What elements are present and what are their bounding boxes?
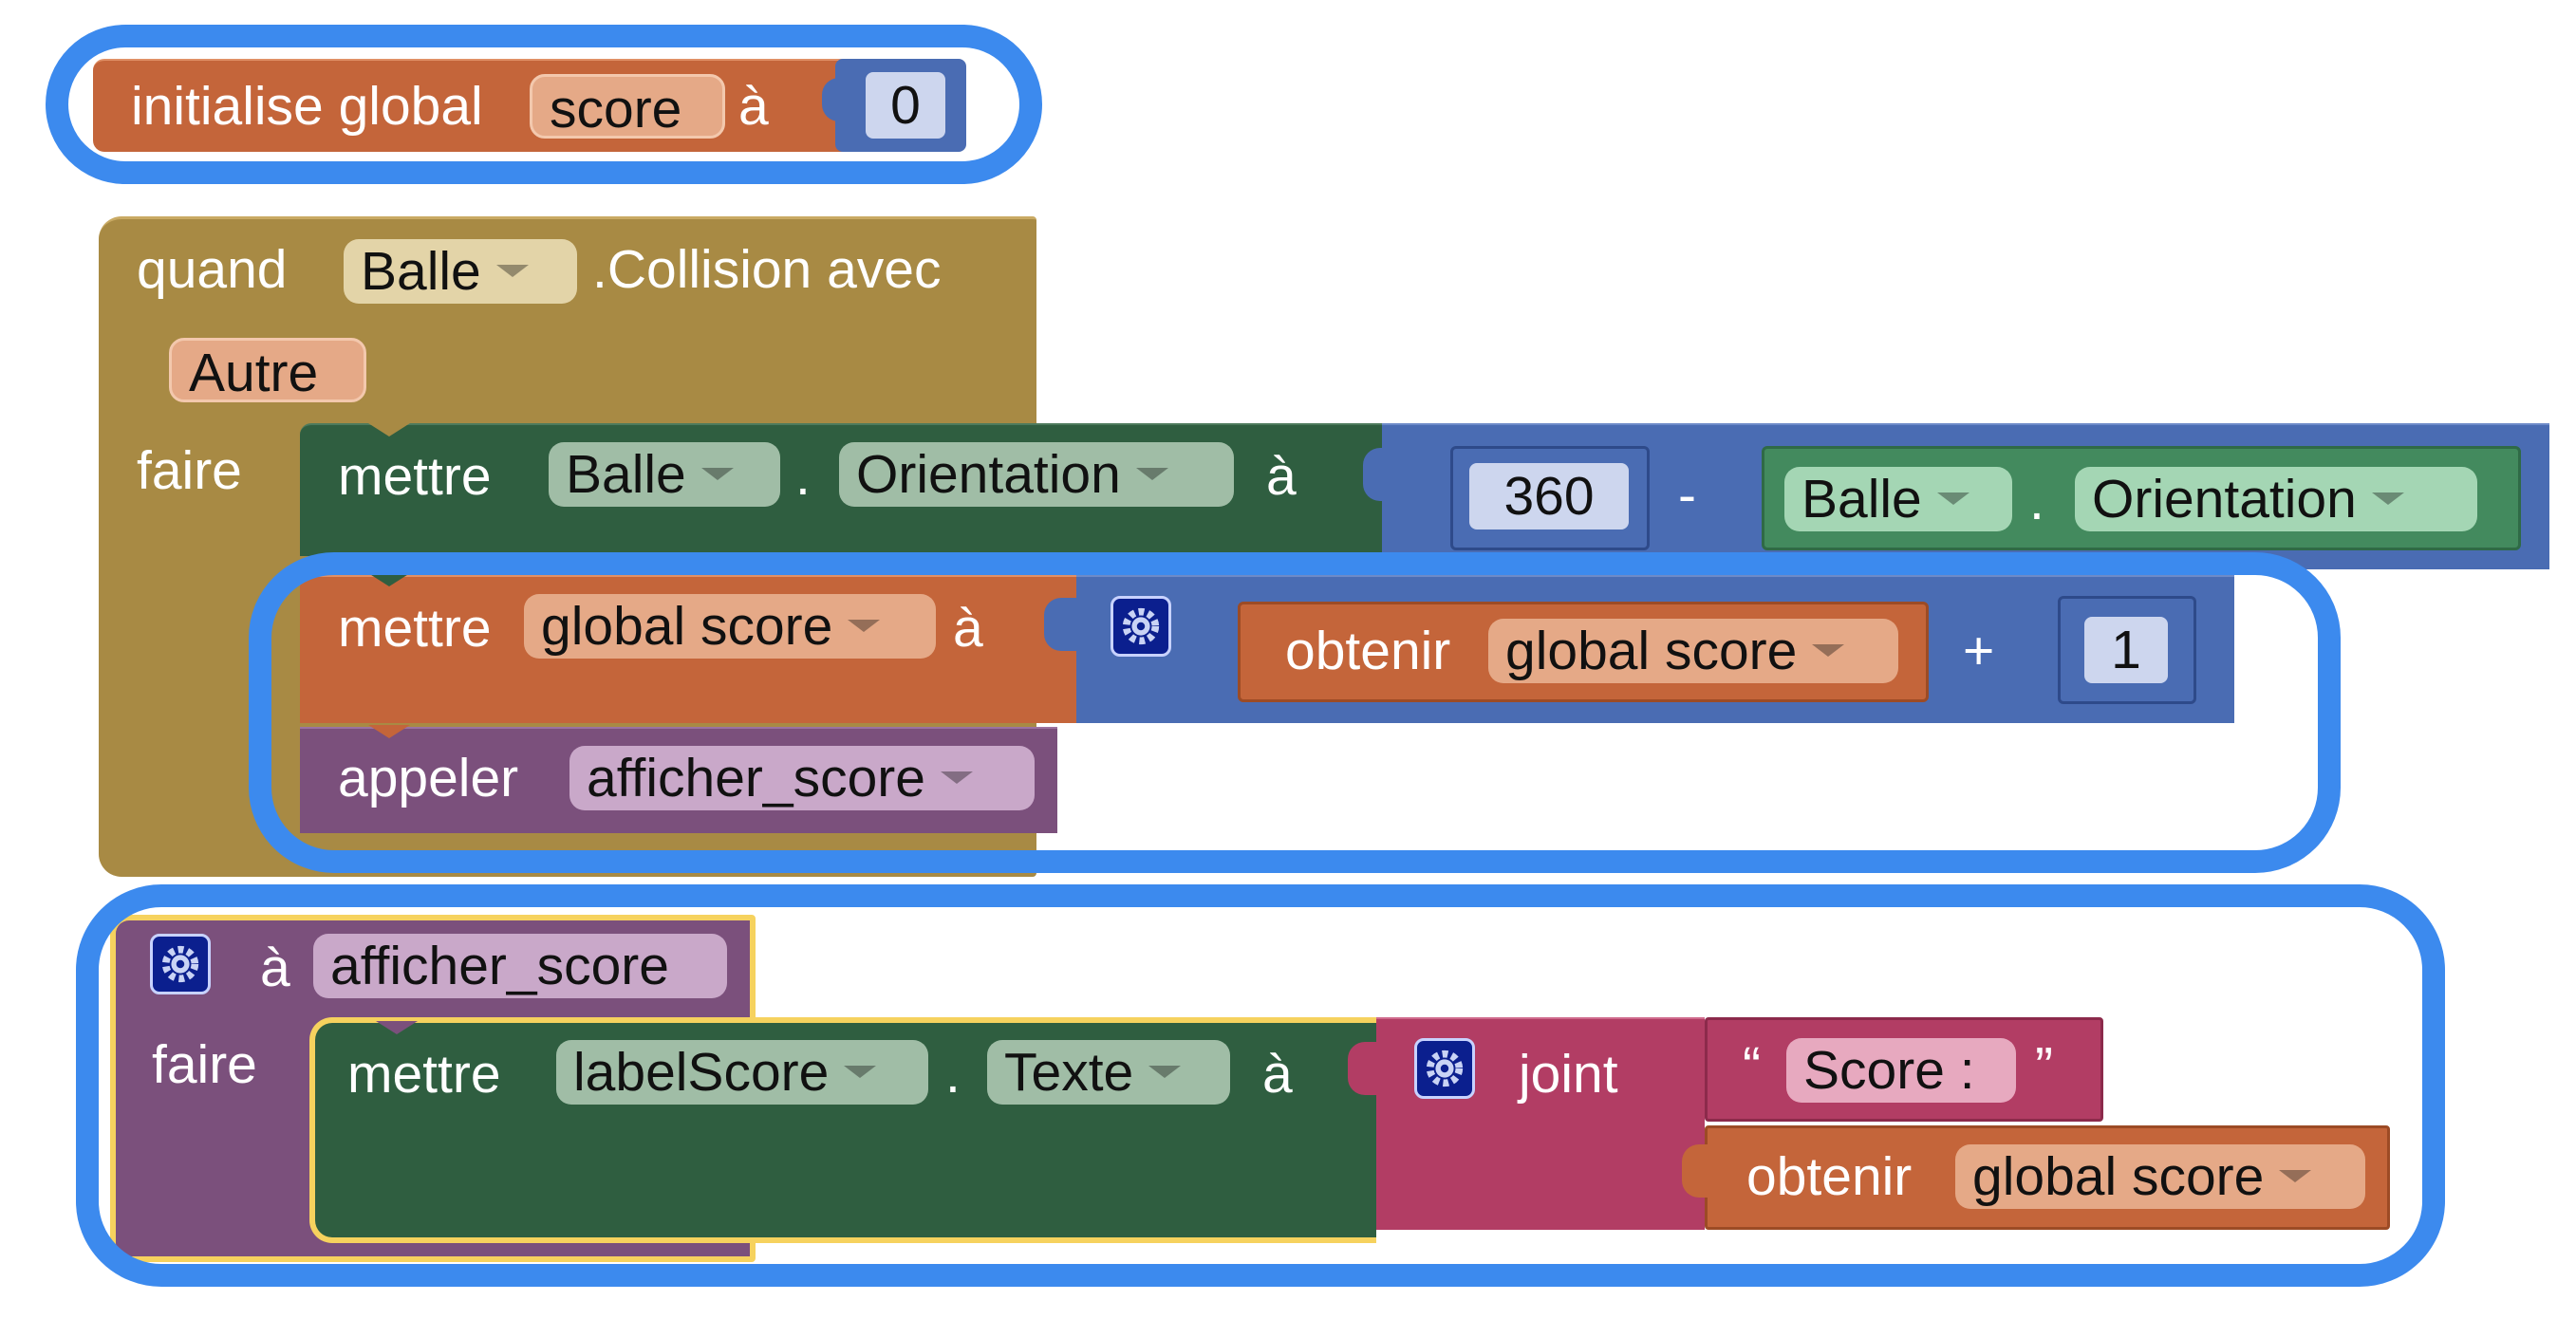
init-to-label: à <box>738 76 769 137</box>
set-label-property-dropdown[interactable]: Texte <box>987 1040 1230 1105</box>
event-when-keyword: quand <box>137 239 288 300</box>
stmt-notch <box>368 423 410 437</box>
chevron-down-icon <box>2279 1170 2312 1183</box>
getter-dot: . <box>2029 471 2044 531</box>
mutator-gear-icon[interactable] <box>1111 596 1171 657</box>
number-field-1[interactable]: 1 <box>2084 617 2168 683</box>
input-socket <box>1363 448 1391 501</box>
input-socket <box>822 78 850 121</box>
input-socket <box>1682 1144 1714 1198</box>
mutator-gear-icon[interactable] <box>1414 1038 1475 1099</box>
get-score-keyword: obtenir <box>1746 1146 1913 1207</box>
set-heading-property-dropdown[interactable]: Orientation <box>839 442 1234 507</box>
stmt-notch <box>368 725 410 738</box>
event-component-dropdown[interactable]: Balle <box>344 239 577 304</box>
call-keyword: appeler <box>338 748 519 808</box>
set-heading-component-dropdown[interactable]: Balle <box>549 442 780 507</box>
get-score-variable-dropdown[interactable]: global score <box>1488 619 1898 683</box>
number-field[interactable]: 0 <box>866 72 945 139</box>
getter-property-dropdown[interactable]: Orientation <box>2075 467 2477 531</box>
chevron-down-icon <box>848 620 881 633</box>
set-label-keyword: mettre <box>347 1044 501 1105</box>
set-heading-to: à <box>1266 446 1297 507</box>
chevron-down-icon <box>700 468 734 481</box>
add-operator: + <box>1963 621 1995 681</box>
join-keyword: joint <box>1519 1044 1618 1105</box>
event-do-label: faire <box>137 440 242 501</box>
number-field-360[interactable]: 360 <box>1469 463 1629 529</box>
subtract-operator: - <box>1678 465 1696 526</box>
proc-do-label: faire <box>152 1034 257 1095</box>
set-label-to: à <box>1262 1044 1293 1105</box>
highlight-score-statements <box>249 552 2341 873</box>
set-label-component-dropdown[interactable]: labelScore <box>556 1040 928 1105</box>
input-socket <box>1348 1042 1386 1095</box>
highlight-init-block <box>46 25 1042 184</box>
call-procedure-dropdown[interactable]: afficher_score <box>569 746 1035 810</box>
chevron-down-icon <box>1135 468 1168 481</box>
event-name-label: .Collision avec <box>592 239 942 300</box>
init-global-keyword: initialise global <box>131 76 483 137</box>
open-quote: “ <box>1743 1036 1761 1097</box>
chevron-down-icon <box>2371 492 2404 506</box>
set-score-to: à <box>953 598 983 659</box>
variable-name-field[interactable]: score <box>530 74 725 139</box>
set-label-dot: . <box>945 1044 961 1105</box>
set-score-variable-dropdown[interactable]: global score <box>524 594 936 659</box>
set-score-keyword: mettre <box>338 598 492 659</box>
chevron-down-icon <box>1148 1066 1182 1079</box>
set-heading-keyword: mettre <box>338 446 492 507</box>
text-value-field[interactable]: Score : <box>1786 1038 2016 1103</box>
chevron-down-icon <box>1812 644 1845 658</box>
init-global-block[interactable] <box>93 59 852 152</box>
event-param-autre[interactable]: Autre <box>169 338 366 403</box>
chevron-down-icon <box>1936 492 1969 506</box>
set-heading-dot: . <box>795 446 811 507</box>
highlight-procedure-block <box>76 884 2445 1287</box>
get-score-keyword: obtenir <box>1285 621 1451 681</box>
getter-component-dropdown[interactable]: Balle <box>1784 467 2012 531</box>
stmt-notch <box>376 1021 418 1034</box>
chevron-down-icon <box>940 771 973 785</box>
chevron-down-icon <box>495 265 529 278</box>
chevron-down-icon <box>844 1066 877 1079</box>
procedure-name-field[interactable]: afficher_score <box>313 934 727 998</box>
input-socket <box>1044 598 1082 651</box>
stmt-notch <box>368 573 410 586</box>
get-score-variable-dropdown[interactable]: global score <box>1955 1144 2365 1209</box>
proc-to-label: à <box>260 938 290 998</box>
close-quote: ” <box>2035 1036 2053 1097</box>
